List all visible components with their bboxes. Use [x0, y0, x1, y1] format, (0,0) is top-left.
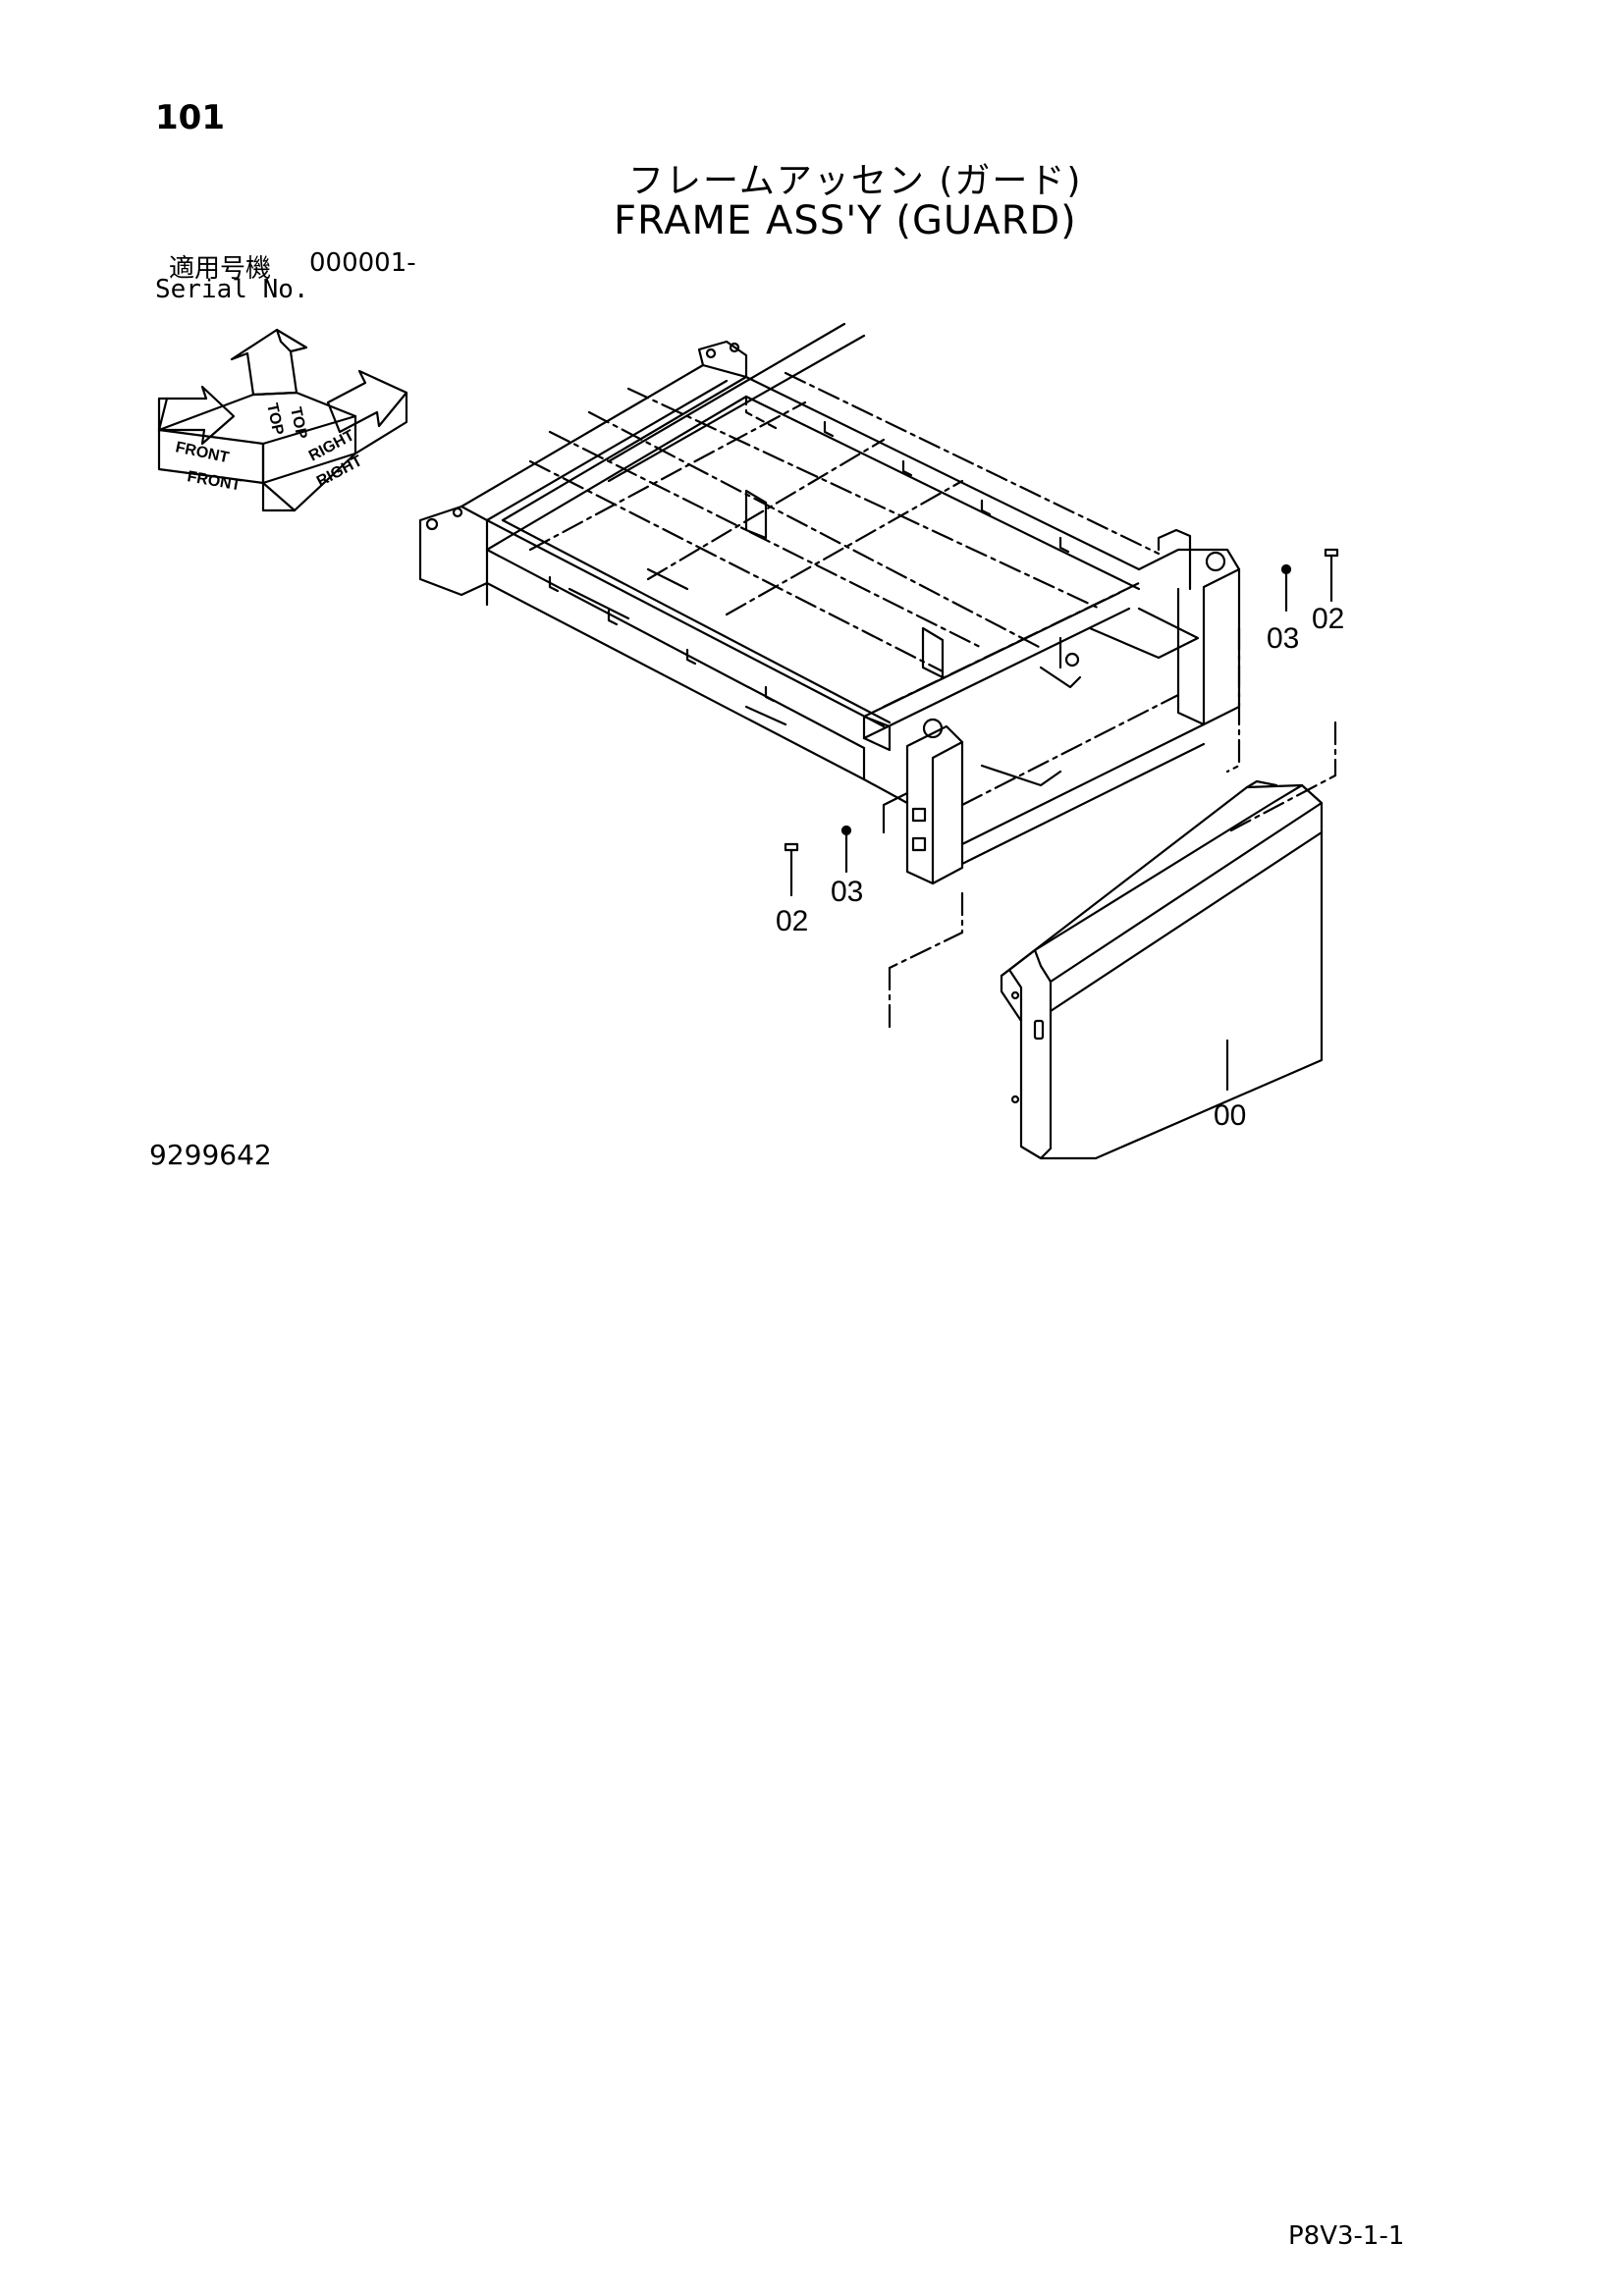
serial-value: 000001- [309, 248, 416, 278]
callout-guard: 00 [1214, 1099, 1246, 1132]
callout-bolt-left: 02 [776, 905, 808, 937]
callout-bolt-right: 02 [1312, 603, 1344, 635]
drawing-number: 9299642 [149, 1139, 272, 1171]
front-label-lower: FRONT [186, 468, 242, 494]
orientation-symbol [157, 328, 408, 512]
callout-washer-right: 03 [1267, 622, 1299, 655]
top-label-lower: TOP [287, 405, 309, 441]
serial-label-english: Serial No. [155, 275, 309, 304]
page-reference: P8V3-1-1 [1288, 2221, 1405, 2251]
frame-assembly [418, 322, 1241, 885]
right-arrow-icon [326, 369, 408, 434]
callout-washer-left: 03 [831, 876, 863, 908]
title-japanese: フレームアッセン (ガード) [628, 161, 1083, 201]
page-number: 101 [155, 98, 225, 137]
serial-label-japanese: 適用号機 [169, 254, 272, 284]
title-english: FRAME ASS'Y (GUARD) [614, 198, 1077, 243]
guard-part [1000, 779, 1324, 1160]
fasteners [784, 548, 1339, 897]
top-arrow-icon [230, 328, 308, 397]
top-label: TOP [263, 401, 286, 437]
